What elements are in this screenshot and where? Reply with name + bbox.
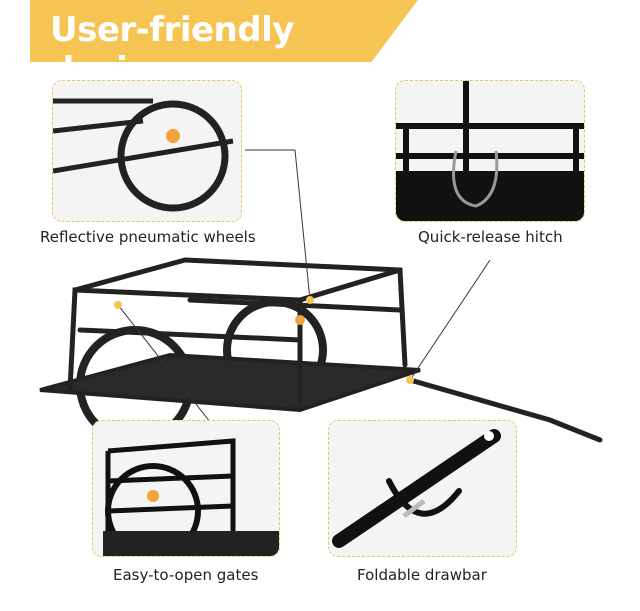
feature-label-hitch: Quick-release hitch [418,228,563,246]
inset-hitch [395,80,585,222]
drawbar [407,377,603,443]
feature-label-gates: Easy-to-open gates [113,566,259,584]
inset-gates [92,420,280,557]
inset-drawbar [328,420,517,557]
header-title: User-friendly design [50,10,294,90]
inset-wheels [52,80,242,222]
feature-label-wheels: Reflective pneumatic wheels [40,228,256,246]
trailer-bed [39,352,421,413]
header-banner: User-friendly design [30,0,418,62]
feature-label-drawbar: Foldable drawbar [357,566,487,584]
